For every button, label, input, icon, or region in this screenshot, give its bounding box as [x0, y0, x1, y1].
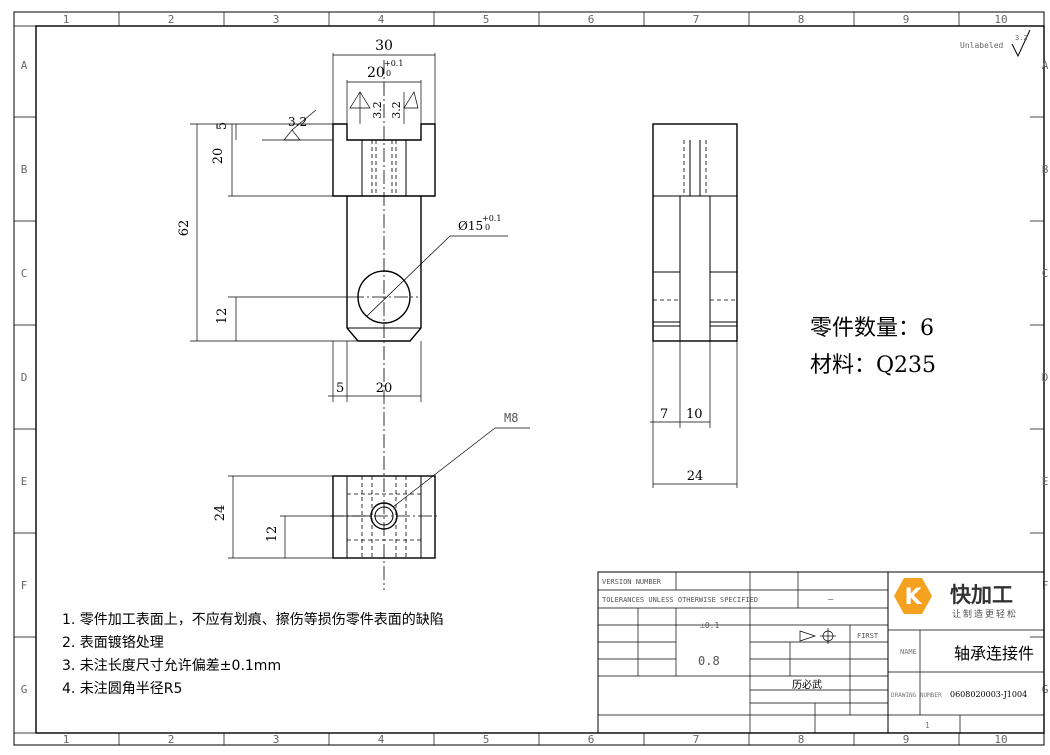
row-label: B — [21, 163, 28, 176]
note-2: 2. 表面镀铬处理 — [62, 634, 164, 651]
row-ticks — [14, 116, 1044, 638]
col-label: 10 — [994, 13, 1007, 26]
tb-drawing-number: 0608020003-J1004 — [950, 690, 1027, 699]
dim-height-62: 62 — [177, 220, 192, 237]
col-label: 3 — [273, 13, 280, 26]
svg-text:3.2: 3.2 — [1015, 34, 1028, 42]
ra-slot-right: 3.2 — [390, 101, 403, 119]
tb-name-label: NAME — [900, 648, 917, 656]
col-label: 6 — [588, 13, 595, 26]
row-label: G — [1042, 683, 1049, 696]
row-label: F — [21, 579, 28, 592]
row-label: A — [21, 59, 28, 72]
col-label: 8 — [798, 733, 805, 746]
dim-side-10: 10 — [686, 407, 703, 422]
dim-hole-tol-low: 0 — [485, 223, 490, 232]
col-label: 4 — [378, 13, 385, 26]
dim-width-30: 30 — [375, 38, 393, 54]
tb-tolerances: TOLERANCES UNLESS OTHERWISE SPECIFIED — [602, 596, 758, 604]
row-label: E — [21, 475, 28, 488]
col-label: 10 — [994, 733, 1007, 746]
ra-side: 3.2 — [288, 115, 307, 129]
logo-mark: K — [904, 585, 922, 610]
col-label: 4 — [378, 733, 385, 746]
col-label: 7 — [693, 13, 700, 26]
front-view: 30 20 +0.1 0 3.2 3.2 3.2 5 20 62 — [177, 38, 508, 590]
dim-depth-5: 5 — [215, 122, 230, 130]
part-material: 材料：Q235 — [810, 353, 936, 378]
dim-side-24: 24 — [687, 469, 704, 484]
column-ticks — [118, 12, 960, 745]
col-label: 5 — [483, 13, 490, 26]
col-label: 7 — [693, 733, 700, 746]
col-label: 9 — [903, 733, 910, 746]
dim-side-7: 7 — [660, 407, 668, 422]
outer-frame — [13, 11, 1045, 746]
tb-part-name: 轴承连接件 — [954, 644, 1034, 663]
side-view: 7 10 24 — [650, 123, 738, 488]
dim-slot-tol-low: 0 — [386, 69, 391, 78]
row-label: G — [21, 683, 28, 696]
title-block: VERSION NUMBER TOLERANCES UNLESS OTHERWI… — [597, 571, 1045, 734]
dim-plan-12: 12 — [265, 526, 280, 543]
logo-brand: 快加工 — [950, 583, 1013, 607]
svg-text:Unlabeled: Unlabeled — [960, 41, 1004, 50]
plan-view: M8 24 12 — [213, 411, 530, 559]
dim-slot-tol: +0.1 — [384, 59, 403, 68]
note-1: 1. 零件加工表面上，不应有划痕、擦伤等损伤零件表面的缺陷 — [62, 611, 444, 628]
row-label: C — [1042, 267, 1049, 280]
tb-dash: — — [828, 595, 834, 605]
tb-drawing-label: DRAWING NUMBER — [891, 692, 942, 699]
tb-version: VERSION NUMBER — [602, 578, 662, 586]
row-label: D — [21, 371, 28, 384]
col-label: 2 — [168, 733, 175, 746]
dim-plan-24: 24 — [213, 505, 228, 522]
note-3: 3. 未注长度尺寸允许偏差±0.1mm — [62, 658, 281, 674]
row-label: C — [21, 267, 28, 280]
col-label: 5 — [483, 733, 490, 746]
col-label: 6 — [588, 733, 595, 746]
col-label: 2 — [168, 13, 175, 26]
part-quantity: 零件数量：6 — [810, 316, 934, 341]
dim-thread: M8 — [504, 411, 518, 425]
tb-finish: 0.8 — [698, 654, 720, 668]
col-label: 1 — [63, 13, 70, 26]
dim-hole-dia: Ø15 — [458, 219, 483, 233]
brand-logo: K 快加工 让制造更轻松 — [894, 578, 1018, 620]
general-roughness-symbol: Unlabeled 3.2 — [960, 29, 1031, 58]
tb-tol-values: ±0.1 — [700, 621, 719, 630]
row-label: F — [1042, 579, 1049, 592]
tb-first: FIRST — [857, 632, 879, 640]
col-label: 1 — [63, 733, 70, 746]
dim-bottom-20: 20 — [376, 381, 393, 396]
dim-hole-pos-12: 12 — [215, 308, 230, 325]
dim-slot-depth-20: 20 — [211, 148, 226, 165]
logo-mark-icon — [894, 578, 932, 614]
note-4: 4. 未注圆角半径R5 — [62, 681, 182, 697]
row-label: B — [1042, 163, 1049, 176]
dim-slot-20: 20 — [367, 65, 385, 81]
row-label: D — [1042, 371, 1049, 384]
dim-hole-tol: +0.1 — [482, 214, 501, 223]
tb-page: 1 — [925, 721, 930, 730]
dim-bottom-5: 5 — [336, 381, 344, 396]
col-label: 9 — [903, 13, 910, 26]
row-label: A — [1042, 59, 1049, 72]
row-label: E — [1042, 475, 1049, 488]
ra-slot-left: 3.2 — [371, 101, 384, 119]
col-label: 3 — [273, 733, 280, 746]
col-label: 8 — [798, 13, 805, 26]
logo-slogan: 让制造更轻松 — [952, 608, 1018, 620]
tb-designer: 历必武 — [792, 678, 822, 691]
